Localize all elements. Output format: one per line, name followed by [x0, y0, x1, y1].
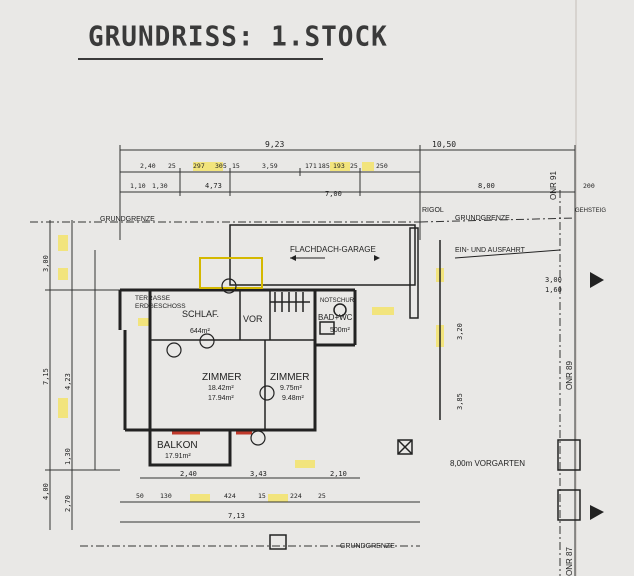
dim-row2-5: 3,59: [262, 162, 278, 170]
dim-left-2: 4,23: [64, 373, 72, 390]
dim-row2-4: 15: [232, 162, 240, 170]
title-underline: [78, 58, 323, 60]
highlight-mark: [362, 162, 374, 171]
einfahrt-label: EIN- UND AUSFAHRT: [455, 247, 526, 254]
dim-bottom-mid-2: 2,10: [330, 470, 347, 478]
dim-right-top: 200: [583, 182, 595, 190]
zimmer-2-area-a: 9.75m²: [280, 385, 302, 392]
dim-left-4: 1,30: [64, 448, 72, 465]
highlight-mark: [58, 398, 68, 418]
dim-row2-10: 250: [376, 162, 388, 170]
dim-row3-1: 1,30: [152, 182, 168, 190]
highlight-mark: [295, 460, 315, 468]
dim-right-3: 1,60: [545, 286, 562, 294]
room-label-schlafzimmer: SCHLAF.: [182, 309, 219, 319]
dim-top-right: 10,50: [432, 140, 456, 149]
dim-bottom-5: 25: [318, 492, 326, 500]
highlight-mark: [190, 494, 210, 502]
grundgrenze-top-label: GRUNDGRENZE: [100, 216, 155, 223]
dim-row2-1: 25: [168, 162, 176, 170]
dim-row2-6: 171: [305, 162, 317, 170]
plan-title: GRUNDRISS: 1.STOCK: [88, 21, 388, 53]
dim-right-2: 3,85: [456, 393, 464, 410]
zimmer-1-area-b: 17.94m²: [208, 395, 234, 402]
dim-row3-3: 7,00: [325, 190, 342, 198]
notschur-label: NOTSCHUR: [320, 298, 355, 304]
dim-left-0: 3,00: [42, 255, 50, 272]
highlight-mark: [330, 162, 350, 171]
room-label-zimmer-2: ZIMMER: [270, 372, 309, 383]
dim-right-0: 3,00: [545, 276, 562, 284]
dim-row3-2: 4,73: [205, 182, 222, 190]
grundgrenze-bottom-label: GRUNDGRENZE: [340, 543, 395, 550]
dim-bottom-1: 130: [160, 492, 172, 500]
grundgrenze-top-right-label: GRUNDGRENZE: [455, 215, 510, 222]
dim-row2-9: 25: [350, 162, 358, 170]
vorgarten-label: 8,00m VORGARTEN: [450, 459, 525, 468]
dim-left-1: 7,15: [42, 368, 50, 385]
dim-top-total: 9,23: [265, 140, 284, 149]
room-label-bad: BAD+WC: [318, 313, 353, 322]
dim-row2-2: 297: [193, 162, 205, 170]
gehsteig-label: GEHSTEIG: [575, 208, 606, 214]
dim-row2-3: 305: [215, 162, 227, 170]
highlight-mark: [193, 162, 223, 171]
dim-left-5: 2,70: [64, 495, 72, 512]
paper-fold: [575, 0, 577, 576]
dim-row3-4: 8,00: [478, 182, 495, 190]
dim-row3-0: 1,10: [130, 182, 146, 190]
highlight-mark: [58, 235, 68, 251]
room-label-vor: VOR: [243, 314, 263, 324]
dim-bottom-4: 224: [290, 492, 302, 500]
dim-left-3: 4,00: [42, 483, 50, 500]
rigol-label: RIGOL: [422, 207, 444, 214]
garage-label: FLACHDACH-GARAGE: [290, 245, 376, 254]
dim-bottom-3: 15: [258, 492, 266, 500]
dim-bottom-total: 7,13: [228, 512, 245, 520]
dim-bottom-2: 424: [224, 492, 236, 500]
highlight-mark: [138, 318, 150, 326]
dim-bottom-mid-1: 3,43: [250, 470, 267, 478]
bad-area: 500m²: [330, 327, 351, 334]
room-label-zimmer-1: ZIMMER: [202, 372, 241, 383]
highlight-mark: [58, 268, 68, 280]
zimmer-1-area-a: 18.42m²: [208, 385, 234, 392]
dim-row2-0: 2,40: [140, 162, 156, 170]
schlafzimmer-area: 644m²: [190, 328, 211, 335]
terrasse-label-2: ERDGESCHOSS: [135, 303, 186, 310]
dim-bottom-mid-0: 2,40: [180, 470, 197, 478]
zimmer-2-area-b: 9.48m²: [282, 395, 304, 402]
terrasse-label: TERRASSE: [135, 295, 171, 302]
balkon-area: 17.91m²: [165, 453, 191, 460]
onr-mid-label: ONR 89: [565, 361, 574, 390]
dim-bottom-0: 50: [136, 492, 144, 500]
onr-bottom-label: ONR 87: [565, 547, 574, 576]
dim-row2-7: 185: [318, 162, 330, 170]
dim-row2-8: 193: [333, 162, 345, 170]
highlight-mark: [372, 307, 394, 315]
dim-right-1: 3,20: [456, 323, 464, 340]
onr-top-label: ONR 91: [549, 171, 558, 200]
highlight-mark: [268, 494, 288, 502]
room-label-balkon: BALKON: [157, 440, 198, 451]
